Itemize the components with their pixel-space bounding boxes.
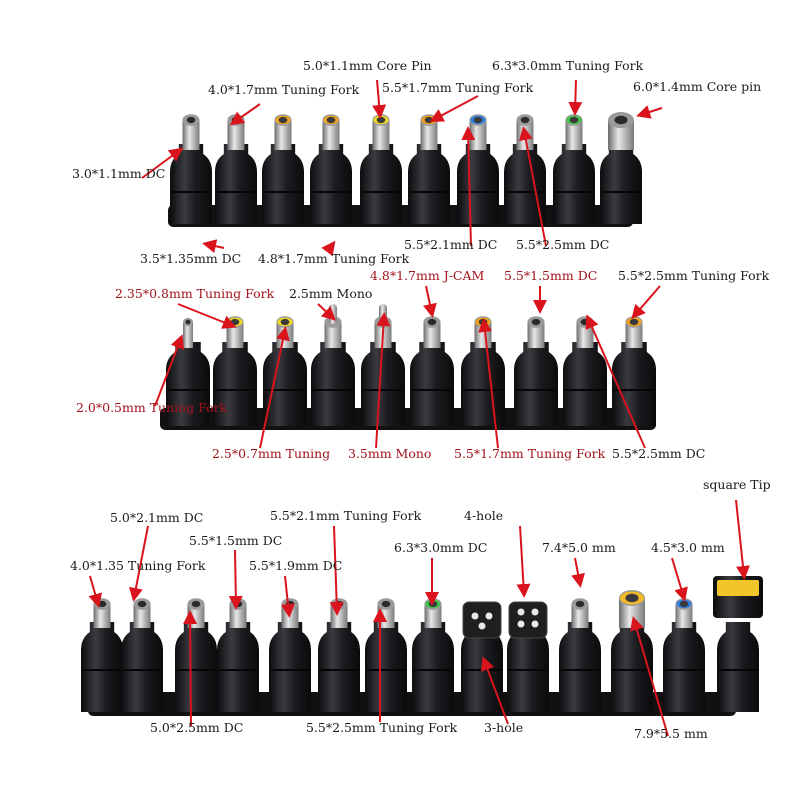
- label-r3-5-5x2-1-tf: 5.5*2.1mm Tuning Fork: [270, 508, 422, 523]
- pointer-arrow: [280, 575, 295, 618]
- connector-tip: [663, 598, 705, 712]
- connector-tip: [713, 576, 763, 712]
- pointer-arrow: [177, 303, 237, 329]
- label-r2-5-5x2-5-dc: 5.5*2.5mm DC: [612, 446, 705, 461]
- label-r1-5-5x1-7: 5.5*1.7mm Tuning Fork: [382, 80, 534, 95]
- label-r1-6-0x1-4: 6.0*1.4mm Core pin: [633, 79, 761, 94]
- connector-tip: [360, 114, 402, 224]
- pointer-arrow: [480, 656, 509, 725]
- pointer-arrow: [636, 105, 663, 119]
- label-r2-5-5x2-5-tf: 5.5*2.5mm Tuning Fork: [618, 268, 770, 283]
- connector-tip: [600, 112, 642, 224]
- label-r3-5-5x1-9: 5.5*1.9mm DC: [249, 558, 342, 573]
- connector-tip: [559, 598, 601, 712]
- connector-tip: [175, 598, 217, 712]
- connector-tip: [611, 590, 653, 712]
- pointer-arrow: [228, 549, 243, 610]
- label-r1-5-0x1-1: 5.0*1.1mm Core Pin: [303, 58, 432, 73]
- pointer-arrow: [202, 239, 225, 254]
- pointer-arrow: [571, 557, 585, 588]
- label-r3-square-tip: square Tip: [703, 477, 771, 492]
- label-r1-4-8x1-7: 4.8*1.7mm Tuning Fork: [258, 251, 410, 266]
- label-r2-2-5-mono: 2.5mm Mono: [289, 286, 372, 301]
- connector-tip: [457, 114, 499, 224]
- connector-tip: [461, 316, 505, 426]
- label-r3-5-5x2-5-tf: 5.5*2.5mm Tuning Fork: [306, 720, 458, 735]
- connector-tip: [269, 598, 311, 712]
- label-r3-6-3x3-0: 6.3*3.0mm DC: [394, 540, 487, 555]
- label-r2-4-8x1-7-jcam: 4.8*1.7mm J-CAM: [370, 268, 485, 283]
- connector-tip: [166, 318, 210, 426]
- label-r3-3-hole: 3-hole: [484, 720, 523, 735]
- pointer-arrow: [229, 103, 261, 126]
- pointer-arrow: [183, 610, 198, 727]
- connector-tip: [612, 316, 656, 426]
- label-r1-6-3x3-0: 6.3*3.0mm Tuning Fork: [492, 58, 644, 73]
- connector-tip: [563, 316, 607, 426]
- connector-tip: [408, 114, 450, 224]
- connector-tip: [121, 598, 163, 712]
- pointer-arrow: [317, 303, 336, 321]
- label-r3-4-5x3-0: 4.5*3.0 mm: [651, 540, 725, 555]
- pointer-arrow: [630, 616, 669, 737]
- pointer-arrow: [329, 525, 344, 616]
- connector-tip: [262, 114, 304, 224]
- connector-tip: [217, 598, 259, 712]
- pointer-arrow: [516, 525, 531, 598]
- label-r1-5-5x2-5: 5.5*2.5mm DC: [516, 237, 609, 252]
- pointer-arrow: [321, 240, 336, 257]
- label-r2-3-5-mono: 3.5mm Mono: [348, 446, 431, 461]
- label-r2-2-0x0-5: 2.0*0.5mm Tuning Fork: [76, 400, 228, 415]
- label-r2-2-35x0-8: 2.35*0.8mm Tuning Fork: [115, 286, 275, 301]
- pointer-arrow: [372, 79, 387, 119]
- pointer-arrow: [671, 557, 688, 602]
- pointer-arrow: [478, 318, 499, 449]
- label-r1-4-0x1-7: 4.0*1.7mm Tuning Fork: [208, 82, 360, 97]
- label-r3-7-9x5-5: 7.9*5.5 mm: [634, 726, 708, 741]
- label-r3-5-5x1-5: 5.5*1.5mm DC: [189, 533, 282, 548]
- row-2: 2.35*0.8mm Tuning Fork 2.5mm Mono 4.8*1.…: [76, 268, 770, 461]
- pointer-arrow: [375, 312, 391, 449]
- label-r1-5-5x2-1: 5.5*2.1mm DC: [404, 237, 497, 252]
- pointer-arrow: [154, 334, 184, 407]
- connector-tip: [410, 316, 454, 426]
- connector-tip: [170, 114, 212, 224]
- label-r3-4-hole: 4-hole: [464, 508, 503, 523]
- label-r2-2-5x0-7: 2.5*0.7mm Tuning: [212, 446, 330, 461]
- connector-tip: [318, 598, 360, 712]
- label-r1-3-5x1-35: 3.5*1.35mm DC: [140, 251, 241, 266]
- pointer-arrow: [585, 314, 646, 449]
- pointer-arrow: [461, 126, 476, 247]
- pointer-arrow: [429, 95, 479, 122]
- pointer-arrow: [259, 326, 290, 449]
- label-r3-5-0x2-1: 5.0*2.1mm DC: [110, 510, 203, 525]
- pointer-arrow: [423, 285, 437, 318]
- label-r3-4-0x1-35: 4.0*1.35 Tuning Fork: [70, 558, 206, 573]
- connector-tip: [81, 598, 123, 712]
- pointer-arrow: [631, 285, 661, 320]
- connector-tip: [553, 114, 595, 224]
- pointer-arrow: [735, 499, 750, 580]
- connector-tip: [507, 601, 549, 712]
- label-r2-5-5x1-7: 5.5*1.7mm Tuning Fork: [454, 446, 606, 461]
- label-r3-5-0x2-5: 5.0*2.5mm DC: [150, 720, 243, 735]
- connector-tip: [311, 304, 355, 426]
- label-r3-7-4x5-0: 7.4*5.0 mm: [542, 540, 616, 555]
- row-3: square Tip 5.0*2.1mm DC 5.5*2.1mm Tuning…: [70, 477, 771, 741]
- row-1: 3.0*1.1mm DC 4.0*1.7mm Tuning Fork 5.0*1…: [72, 58, 761, 266]
- pointer-arrow: [568, 79, 583, 116]
- label-r1-3-0x1-1: 3.0*1.1mm DC: [72, 166, 165, 181]
- connector-tip: [215, 114, 257, 224]
- pointer-arrow: [129, 525, 149, 602]
- pointer-arrow: [141, 147, 184, 179]
- pointer-arrow: [518, 126, 547, 247]
- connector-tip: [310, 114, 352, 224]
- connector-tip: [365, 598, 407, 712]
- label-r2-5-5x1-5: 5.5*1.5mm DC: [504, 268, 597, 283]
- connector-tip: [412, 598, 454, 712]
- pointer-arrow: [88, 575, 102, 608]
- connector-tip: [514, 316, 558, 426]
